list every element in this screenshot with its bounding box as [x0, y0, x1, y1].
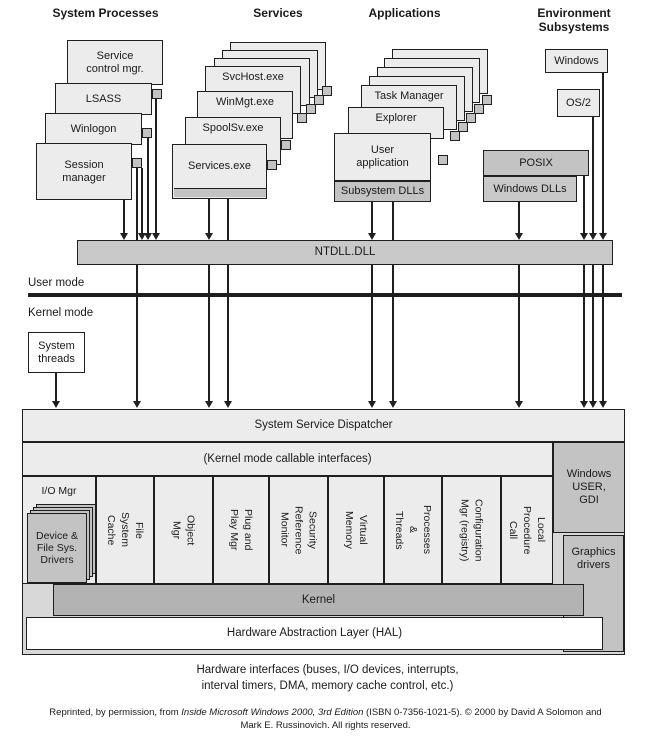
flow-line — [602, 73, 604, 233]
flow-arrowhead-icon — [515, 233, 523, 240]
box-windows-subsystem: Windows — [545, 49, 608, 73]
stack-tab — [297, 113, 307, 123]
footer-copyright: Reprinted, by permission, from Inside Mi… — [0, 706, 651, 732]
column-configuration-mgr: Configuration Mgr (registry) — [442, 476, 501, 584]
flow-arrowhead-icon — [389, 401, 397, 408]
stack-tab — [450, 131, 460, 141]
box-device-file-sys-drivers: Device & File Sys. Drivers — [27, 513, 87, 583]
flow-arrowhead-icon — [144, 233, 152, 240]
box-system-threads: System threads — [28, 332, 85, 373]
flow-line — [583, 265, 585, 401]
header-services: Services — [253, 6, 303, 20]
stack-tab — [466, 113, 476, 123]
stack-tab — [482, 95, 492, 105]
flow-line — [392, 202, 394, 240]
flow-arrowhead-icon — [599, 401, 607, 408]
box-windows-user-gdi: Windows USER, GDI — [553, 442, 625, 533]
box-session-manager: Session manager — [36, 143, 132, 200]
stack-tab — [458, 122, 468, 132]
flow-line — [518, 265, 520, 401]
stack-tab — [267, 160, 277, 170]
io-mgr-label: I/O Mgr — [41, 485, 77, 497]
flow-line — [371, 265, 373, 401]
box-user-application: User application — [334, 133, 431, 181]
flow-line — [147, 138, 149, 233]
column-plug-and-play-mgr: Plug and Play Mgr — [213, 476, 269, 584]
column-file-system-cache: File System Cache — [96, 476, 154, 584]
dispatcher-bar: System Service Dispatcher — [22, 409, 625, 442]
callable-interfaces-bar: (Kernel mode callable interfaces) — [22, 442, 553, 476]
flow-line — [371, 202, 373, 233]
flow-line — [208, 265, 210, 401]
flow-arrowhead-icon — [368, 233, 376, 240]
box-posix-subsystem: POSIX — [483, 150, 589, 176]
flow-arrowhead-icon — [133, 401, 141, 408]
box-service-control-mgr: Service control mgr. — [67, 40, 163, 85]
label-user-mode: User mode — [28, 277, 85, 289]
flow-line — [55, 373, 57, 401]
flow-arrowhead-icon — [205, 233, 213, 240]
stack-tab — [152, 89, 162, 99]
services-dll-strip — [173, 188, 266, 197]
stack-tab — [474, 104, 484, 114]
stack-tab — [142, 128, 152, 138]
flow-line — [592, 265, 594, 401]
flow-arrowhead-icon — [52, 401, 60, 408]
column-virtual-memory: Virtual Memory — [328, 476, 384, 584]
kernel-bar: Kernel — [53, 584, 584, 616]
flow-arrowhead-icon — [515, 401, 523, 408]
flow-line — [208, 199, 210, 233]
header-system-processes: System Processes — [52, 6, 159, 20]
flow-line — [518, 202, 520, 233]
stack-tab — [306, 104, 316, 114]
divider-user-kernel — [28, 293, 622, 297]
flow-line — [141, 168, 143, 233]
stack-tab — [438, 155, 448, 165]
flow-arrowhead-icon — [138, 233, 146, 240]
flow-arrowhead-icon — [580, 401, 588, 408]
box-os2-subsystem: OS/2 — [557, 89, 600, 117]
stack-tab — [322, 86, 332, 96]
flow-line — [583, 176, 585, 233]
flow-arrowhead-icon — [580, 233, 588, 240]
copyright-prefix: Reprinted, by permission, from — [49, 707, 182, 718]
header-applications: Applications — [368, 6, 441, 20]
column-local-procedure-call: Local Procedure Call — [501, 476, 553, 584]
flow-arrowhead-icon — [205, 401, 213, 408]
flow-arrowhead-icon — [589, 233, 597, 240]
subsystem-dlls-bar: Subsystem DLLs — [334, 181, 431, 202]
flow-arrowhead-icon — [152, 233, 160, 240]
box-windows-dlls: Windows DLLs — [483, 176, 577, 202]
flow-line — [123, 200, 125, 233]
flow-arrowhead-icon — [599, 233, 607, 240]
copyright-suffix: (ISBN 0-7356-1021-5). © 2000 by David A … — [240, 707, 602, 731]
flow-line — [136, 265, 138, 401]
hal-bar: Hardware Abstraction Layer (HAL) — [26, 617, 603, 650]
label-kernel-mode: Kernel mode — [28, 307, 94, 319]
flow-arrowhead-icon — [120, 233, 128, 240]
box-lsass: LSASS — [55, 83, 152, 115]
flow-line — [592, 117, 594, 233]
flow-line — [155, 99, 157, 233]
ntdll-bar: NTDLL.DLL — [77, 240, 613, 265]
stack-tab — [314, 95, 324, 105]
box-winlogon: Winlogon — [45, 113, 142, 145]
flow-line — [392, 265, 394, 401]
stack-tab — [132, 158, 142, 168]
flow-line — [602, 265, 604, 401]
header-environment-subsystems: Environment Subsystems — [537, 6, 611, 34]
flow-arrowhead-icon — [224, 401, 232, 408]
flow-arrowhead-icon — [368, 401, 376, 408]
flow-arrowhead-icon — [589, 401, 597, 408]
column-object-mgr: Object Mgr — [154, 476, 213, 584]
copyright-book-title: Inside Microsoft Windows 2000, 3rd Editi… — [181, 707, 364, 718]
stack-tab — [281, 140, 291, 150]
flow-line — [227, 265, 229, 401]
column-processes-threads: Processes & Threads — [384, 476, 442, 584]
column-security-reference-monitor: Security Reference Monitor — [269, 476, 328, 584]
flow-line — [227, 199, 229, 240]
footer-hardware-interfaces: Hardware interfaces (buses, I/O devices,… — [196, 664, 459, 692]
flow-line — [136, 168, 138, 240]
